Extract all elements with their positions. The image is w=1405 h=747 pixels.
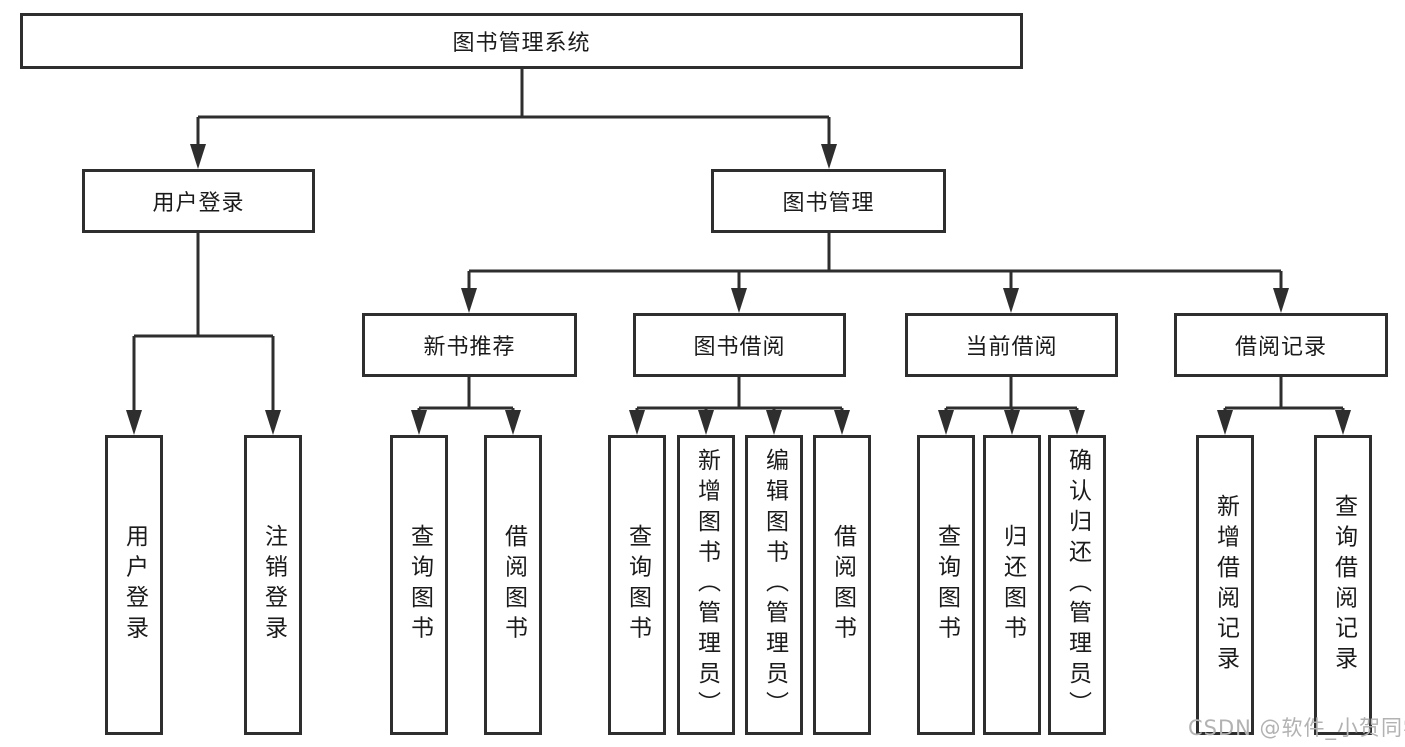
- node-leaf-edit-book-admin: 编辑图书（管理员）: [745, 435, 803, 735]
- node-current-borrow-label: 当前借阅: [965, 335, 1058, 360]
- fork-root-to-level2: [190, 69, 837, 169]
- arrowhead-icon: [265, 410, 281, 435]
- arrowhead-icon: [1069, 410, 1085, 435]
- node-leaf-user-login-label: 用户登录: [121, 524, 148, 646]
- fork-book-borrow-children: [629, 377, 850, 435]
- arrowhead-icon: [1273, 288, 1289, 313]
- arrowhead-icon: [629, 410, 645, 435]
- arrowhead-icon: [126, 410, 142, 435]
- node-root-system-label: 图书管理系统: [452, 31, 591, 56]
- arrowhead-icon: [1217, 410, 1233, 435]
- node-leaf-return-book-label: 归还图书: [999, 524, 1026, 646]
- node-leaf-edit-book-admin-label: 编辑图书（管理员）: [761, 448, 788, 722]
- fork-book-management-children: [461, 233, 1289, 313]
- node-leaf-query-borrow-rec-label: 查询借阅记录: [1330, 493, 1357, 677]
- fork-user-login-children: [126, 233, 281, 435]
- node-leaf-query-book-2-label: 查询图书: [624, 524, 651, 646]
- node-leaf-confirm-return-label: 确认归还（管理员）: [1064, 448, 1091, 722]
- node-leaf-query-borrow-rec: 查询借阅记录: [1314, 435, 1372, 735]
- node-book-management-group-label: 图书管理: [782, 191, 875, 216]
- node-leaf-query-book-1: 查询图书: [390, 435, 448, 735]
- node-leaf-user-login: 用户登录: [105, 435, 163, 735]
- arrowhead-icon: [505, 410, 521, 435]
- fork-new-book-children: [411, 377, 521, 435]
- node-leaf-add-book-admin: 新增图书（管理员）: [677, 435, 735, 735]
- arrowhead-icon: [1003, 288, 1019, 313]
- node-leaf-borrow-book-2-label: 借阅图书: [829, 524, 856, 646]
- node-book-management-group: 图书管理: [711, 169, 946, 233]
- arrowhead-icon: [766, 410, 782, 435]
- arrowhead-icon: [731, 288, 747, 313]
- arrowhead-icon: [190, 144, 206, 169]
- node-leaf-borrow-book-2: 借阅图书: [813, 435, 871, 735]
- fork-borrow-record-children: [1217, 377, 1351, 435]
- node-borrow-record: 借阅记录: [1174, 313, 1388, 377]
- node-leaf-confirm-return: 确认归还（管理员）: [1048, 435, 1106, 735]
- arrowhead-icon: [461, 288, 477, 313]
- arrowhead-icon: [821, 144, 837, 169]
- node-leaf-query-book-3-label: 查询图书: [933, 524, 960, 646]
- node-leaf-logout-label: 注销登录: [260, 524, 287, 646]
- node-leaf-add-borrow-rec: 新增借阅记录: [1196, 435, 1254, 735]
- node-leaf-add-book-admin-label: 新增图书（管理员）: [693, 448, 720, 722]
- node-leaf-query-book-1-label: 查询图书: [406, 524, 433, 646]
- node-book-borrow-label: 图书借阅: [693, 335, 786, 360]
- arrowhead-icon: [1335, 410, 1351, 435]
- arrowhead-icon: [698, 410, 714, 435]
- node-leaf-add-borrow-rec-label: 新增借阅记录: [1212, 493, 1239, 677]
- node-user-login-group-label: 用户登录: [152, 191, 245, 216]
- arrowhead-icon: [938, 410, 954, 435]
- node-book-borrow: 图书借阅: [633, 313, 846, 377]
- arrowhead-icon: [834, 410, 850, 435]
- node-leaf-return-book: 归还图书: [983, 435, 1041, 735]
- node-leaf-borrow-book-1: 借阅图书: [484, 435, 542, 735]
- arrowhead-icon: [1004, 410, 1020, 435]
- node-user-login-group: 用户登录: [82, 169, 315, 233]
- fork-current-borrow-children: [938, 377, 1085, 435]
- node-leaf-borrow-book-1-label: 借阅图书: [500, 524, 527, 646]
- node-leaf-query-book-2: 查询图书: [608, 435, 666, 735]
- node-new-book-recommend: 新书推荐: [362, 313, 577, 377]
- node-current-borrow: 当前借阅: [905, 313, 1118, 377]
- node-root-system: 图书管理系统: [20, 13, 1023, 69]
- node-leaf-logout: 注销登录: [244, 435, 302, 735]
- arrowhead-icon: [411, 410, 427, 435]
- node-new-book-recommend-label: 新书推荐: [423, 335, 516, 360]
- node-leaf-query-book-3: 查询图书: [917, 435, 975, 735]
- node-borrow-record-label: 借阅记录: [1234, 335, 1327, 360]
